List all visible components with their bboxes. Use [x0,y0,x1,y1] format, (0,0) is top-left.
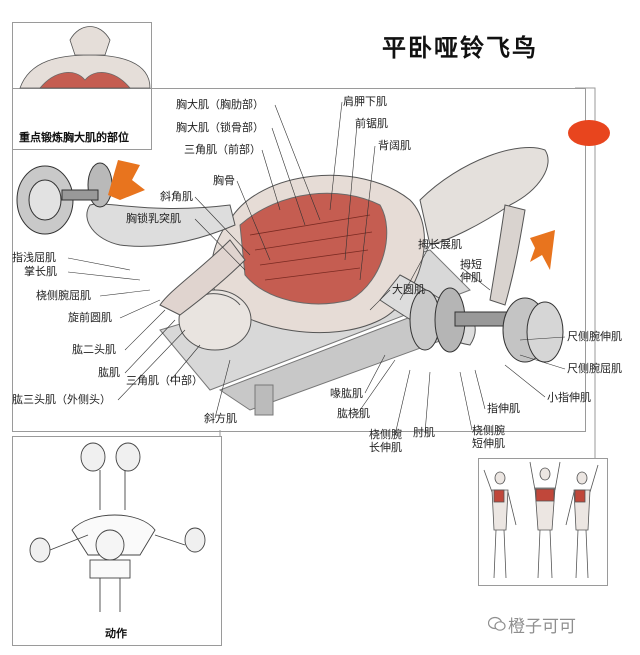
label-coracobrachialis: 喙肱肌 [330,387,363,400]
label-extensor-carpi-radialis-longus: 桡侧腕长伸肌 [369,428,402,454]
label-pec-clavicular: 胸大肌（锁骨部） [176,121,264,134]
figures-inset [478,458,608,586]
page-title: 平卧哑铃飞鸟 [382,34,538,62]
label-triceps-lateral: 肱三头肌（外侧头） [12,393,111,406]
accent-oval [568,120,610,146]
label-abductor-pollicis-longus: 拇长展肌 [418,238,462,251]
label-extensor-pollicis-brevis: 拇短伸肌 [460,258,482,284]
wechat-icon [488,616,506,631]
label-scalene: 斜角肌 [160,190,193,203]
label-extensor-digiti-minimi: 小指伸肌 [547,391,591,404]
dumbbell-right [409,287,564,363]
arrow-left [108,160,145,200]
label-pronator-teres: 旋前圆肌 [68,311,112,324]
label-teres-major: 大圆肌 [392,283,425,296]
torso-inset-drawing [19,26,151,89]
label-deltoid-middle: 三角肌（中部） [126,374,203,387]
label-brachialis: 肱肌 [98,366,120,379]
action-caption: 动作 [105,627,127,640]
label-extensor-carpi-radialis-brevis: 桡侧腕短伸肌 [472,424,505,450]
label-pec-sternal: 胸大肌（胸肋部） [176,98,264,111]
action-inset-drawing [29,442,206,612]
label-sternum: 胸骨 [213,174,235,187]
label-extensor-carpi-ulnaris: 尺侧腕伸肌 [567,330,622,343]
anatomy-figures [483,461,599,579]
focus-area-inset [12,22,152,150]
action-inset [12,436,222,646]
label-subscapularis: 肩胛下肌 [343,95,387,108]
label-flexor-carpi-radialis: 桡侧腕屈肌 [36,289,91,302]
label-palmaris-longus: 掌长肌 [24,265,57,278]
label-brachioradialis: 肱桡肌 [337,407,370,420]
label-anconeus: 肘肌 [413,426,435,439]
label-sternocleidomastoid: 胸锁乳突肌 [126,212,181,225]
label-trapezius: 斜方肌 [204,412,237,425]
label-flexor-digitorum-superficialis: 指浅屈肌 [12,251,56,264]
leader-lines [67,101,566,436]
label-latissimus-dorsi: 背阔肌 [378,139,411,152]
torso [210,174,425,334]
label-serratus-anterior: 前锯肌 [355,117,388,130]
left-arm [86,203,246,316]
label-flexor-carpi-ulnaris: 尺侧腕屈肌 [567,362,622,375]
focus-area-caption: 重点锻炼胸大肌的部位 [19,131,129,144]
arrow-right [530,230,555,270]
label-deltoid-front: 三角肌（前部） [184,143,261,156]
label-extensor-digitorum: 指伸肌 [487,402,520,415]
watermark: 橙子可可 [508,617,576,637]
dumbbell-left [16,162,113,235]
label-biceps: 肱二头肌 [72,343,116,356]
